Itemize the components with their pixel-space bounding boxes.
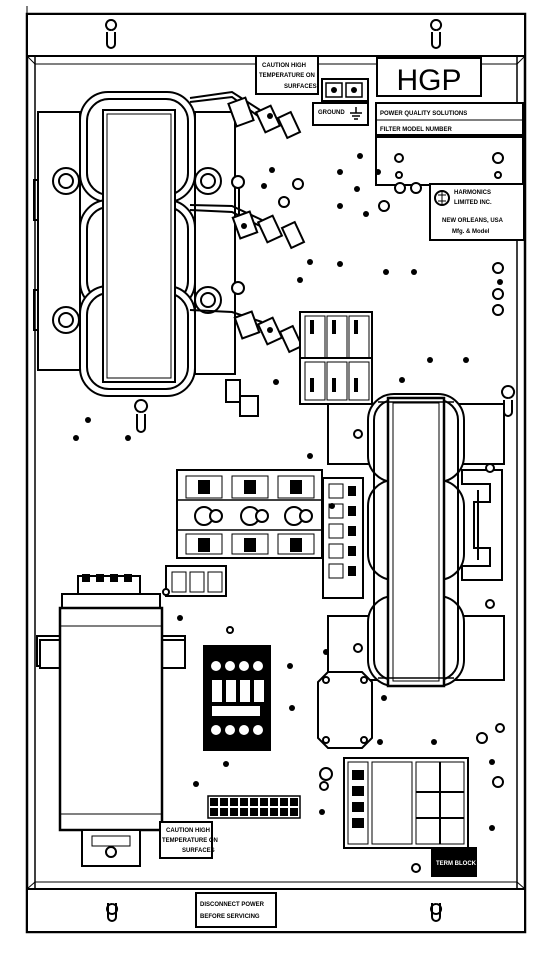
octagon-plate: [317, 671, 373, 749]
cap-warning-line2: TEMPERATURE ON: [162, 838, 218, 844]
contactor: [203, 645, 271, 751]
mounting-holes-open: [162, 152, 505, 873]
top-warning-line3: SURFACES: [284, 84, 317, 90]
bottom-label-line1: DISCONNECT POWER: [200, 902, 265, 908]
power-terminal-block: [176, 469, 323, 559]
manufacturer-line2: LIMITED INC.: [454, 200, 492, 206]
corner-label: TERM BLOCK: [431, 847, 477, 877]
brand-logo: HGP: [376, 57, 482, 97]
manufacturer-line1: HARMONICS: [454, 190, 491, 196]
reactor-terminals: [225, 96, 306, 417]
bottom-label-line2: BEFORE SERVICING: [200, 914, 260, 920]
manufacturer-label: HARMONICS LIMITED INC. NEW ORLEANS, USA …: [429, 183, 525, 241]
nameplate-line2: FILTER MODEL NUMBER: [380, 127, 452, 133]
manufacturer-line3: NEW ORLEANS, USA: [442, 218, 504, 224]
top-warning-label: CAUTION HIGH TEMPERATURE ON SURFACES: [255, 55, 319, 95]
cap-warning-line1: CAUTION HIGH: [166, 828, 210, 834]
nameplate-line1: POWER QUALITY SOLUTIONS: [380, 111, 467, 117]
small-terminal-block: [165, 565, 227, 597]
mounting-keyholes: [105, 19, 516, 922]
bottom-service-label: DISCONNECT POWER BEFORE SERVICING: [195, 892, 277, 928]
three-phase-reactor: [33, 90, 263, 397]
cap-warning-line3: SURFACES: [182, 848, 215, 854]
capacitor-warning-label: CAUTION HIGH TEMPERATURE ON SURFACES: [159, 821, 218, 859]
top-warning-line1: CAUTION HIGH: [262, 63, 306, 69]
terminal-strip-vertical: [322, 477, 364, 599]
din-terminal-row: [207, 795, 301, 819]
nameplate: POWER QUALITY SOLUTIONS FILTER MODEL NUM…: [375, 102, 524, 186]
ground-label: GROUND: [318, 110, 345, 116]
terminal-block-lower-right: [343, 757, 469, 849]
mounting-holes: [73, 153, 503, 831]
ground-block: GROUND: [312, 78, 369, 126]
corner-label-text: TERM BLOCK: [436, 861, 477, 867]
transformer: [327, 393, 505, 688]
capacitor: [36, 574, 186, 867]
top-warning-line2: TEMPERATURE ON: [259, 73, 315, 79]
fuse-block-upper: [299, 311, 373, 405]
manufacturer-line4: Mfg. & Model: [452, 229, 490, 235]
logo-text: HGP: [396, 64, 461, 97]
